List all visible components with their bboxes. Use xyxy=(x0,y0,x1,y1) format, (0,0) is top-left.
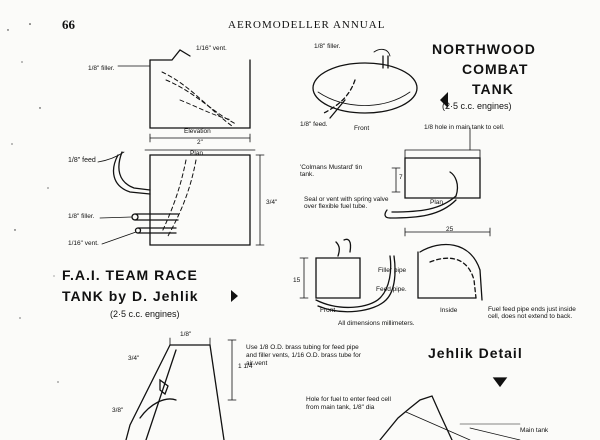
northwood-tin-label: 'Colmans Mustard' tin tank. xyxy=(300,164,363,179)
northwood-title-line2: COMBAT xyxy=(462,61,529,77)
northwood-front-box xyxy=(315,257,361,299)
jehlik-title: Jehlik Detail xyxy=(428,345,523,361)
northwood-filler-label: 1/8" filler. xyxy=(314,43,341,50)
fai-filler-bottom-label: 1/8" filler. xyxy=(68,213,95,220)
fai-plan-box xyxy=(149,154,251,246)
fai-filler-top-label: 1/8" filler. xyxy=(88,65,115,72)
jehlik-dim-1-8: 1/8" xyxy=(180,331,192,338)
northwood-front-label: Front xyxy=(354,125,370,132)
jehlik-outline xyxy=(169,344,225,440)
northwood-pointer xyxy=(440,92,448,108)
jehlik-dim-3-4: 3/4" xyxy=(128,355,140,362)
jehlik-main-outline xyxy=(379,395,453,440)
jehlik-hole-note: Hole for fuel to enter feed cell from ma… xyxy=(306,396,391,411)
northwood-fuel-note: Fuel feed pipe ends just inside cell, do… xyxy=(488,306,576,321)
northwood-inside-label: Inside xyxy=(440,307,458,314)
northwood-dim-15: 15 xyxy=(293,277,301,284)
fai-subtitle: (2·5 c.c. engines) xyxy=(110,309,180,319)
northwood-all-dims: All dimensions millimeters. xyxy=(338,320,415,327)
fai-title-line2: TANK by D. Jehlik xyxy=(62,288,199,304)
fai-elevation-label: Elevation xyxy=(184,128,211,135)
northwood-dim-25: 25 xyxy=(446,226,454,233)
fai-plan-label: Plan xyxy=(190,150,204,157)
northwood-feed-pipe-label: Feed pipe. xyxy=(376,286,407,293)
fai-feed-label: 1/8" feed xyxy=(68,157,96,164)
northwood-front-view xyxy=(312,62,418,114)
fai-dim-2: 2" xyxy=(197,139,203,146)
northwood-feed-label: 1/8" feed. xyxy=(300,121,328,128)
northwood-seal-note: Seal or vent with spring valve over flex… xyxy=(304,196,389,211)
fai-vent-top-label: 1/16" vent. xyxy=(196,45,227,52)
northwood-title-line1: NORTHWOOD xyxy=(432,41,536,57)
fai-vent-bottom-label: 1/16" vent. xyxy=(68,240,99,247)
northwood-dim-7: 7 xyxy=(399,174,403,181)
jehlik-tubing-note: Use 1/8 O.D. brass tubing for feed pipe … xyxy=(246,344,361,367)
northwood-plan-label: Plan xyxy=(430,199,444,206)
northwood-plan-box xyxy=(404,157,481,199)
jehlik-main-tank-label: Main tank xyxy=(520,427,549,434)
fai-pointer xyxy=(231,290,238,302)
fai-dim-3-4: 3/4" xyxy=(266,199,278,206)
northwood-hole-note: 1/8 hole in main tank to cell. xyxy=(424,124,505,131)
fai-elevation-box xyxy=(149,59,251,129)
jehlik-dim-3-8: 3/8" xyxy=(112,407,124,414)
jehlik-dim-1-4: 1 1/4" xyxy=(238,363,255,370)
northwood-title-line3: TANK xyxy=(472,81,514,97)
northwood-front2-label: Front xyxy=(320,307,336,314)
northwood-filler-pipe-label: Filler pipe xyxy=(378,267,407,274)
fai-title-line1: F.A.I. TEAM RACE xyxy=(62,267,198,283)
northwood-subtitle: (2·5 c.c. engines) xyxy=(442,101,512,111)
running-header: AEROMODELLER ANNUAL xyxy=(228,19,386,31)
page-number: 66 xyxy=(62,17,75,32)
